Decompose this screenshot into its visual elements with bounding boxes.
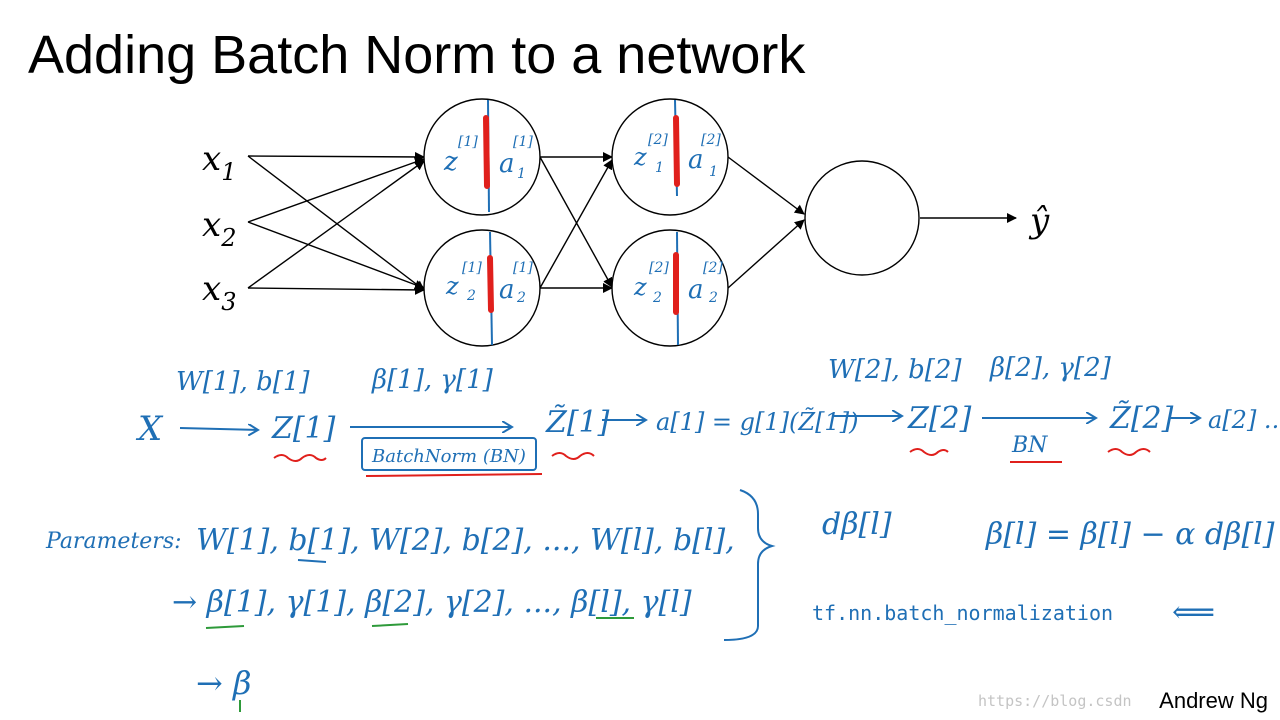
red-squiggle-z1 xyxy=(273,454,327,462)
svg-text:z: z xyxy=(443,147,458,177)
forward-flow: X W[1], b[1] Z[1] β[1], γ[1] BatchNorm (… xyxy=(135,353,1280,477)
flow-params1: W[1], b[1] xyxy=(176,367,310,397)
layer1-node-1: z [1] a [1] 1 xyxy=(423,98,541,216)
watermark: https://blog.csdn xyxy=(978,692,1132,710)
green-mark-2 xyxy=(371,623,409,627)
svg-text:z: z xyxy=(633,143,647,171)
parameters-block: Parameters: W[1], b[1], W[2], b[2], ...,… xyxy=(45,489,1275,712)
flow-params2: W[2], b[2] xyxy=(828,355,962,385)
svg-text:2: 2 xyxy=(466,288,476,304)
update-rule: β[l] = β[l] − α dβ[l] xyxy=(985,517,1275,552)
layer1-node-2: z [1] 2 a [1] 2 xyxy=(423,229,541,347)
svg-text:[2]: [2] xyxy=(649,260,669,276)
svg-text:[2]: [2] xyxy=(701,132,721,148)
green-mark-1 xyxy=(205,625,245,629)
svg-text:[1]: [1] xyxy=(458,134,478,150)
parameters-row3: → β xyxy=(196,664,251,702)
batchnorm-label: BatchNorm (BN) xyxy=(371,446,526,467)
svg-text:[2]: [2] xyxy=(703,260,723,276)
svg-text:2: 2 xyxy=(708,290,718,306)
tf-arrow: ⟸ xyxy=(1172,595,1215,630)
batchnorm-underline xyxy=(365,473,543,477)
svg-text:1: 1 xyxy=(709,164,718,180)
svg-text:[1]: [1] xyxy=(513,260,533,276)
flow-z2: Z[2] xyxy=(907,401,972,436)
layer2-node-1: z [2] 1 a [2] 1 xyxy=(611,98,729,216)
flow-x: X xyxy=(135,409,164,449)
flow-a1-expr: a[1] = g[1](Z̃[1]) xyxy=(656,408,858,436)
flow-z1-tilde: Z̃[1] xyxy=(545,405,610,440)
flow-a2-expr: a[2] ... xyxy=(1208,406,1280,434)
flow-z1: Z[1] xyxy=(271,411,336,446)
svg-text:z: z xyxy=(445,272,459,300)
b1-underline xyxy=(297,559,327,563)
parameters-brace xyxy=(723,489,776,641)
svg-text:[1]: [1] xyxy=(462,260,482,276)
input-x1: x1 xyxy=(202,139,236,186)
input-x3: x3 xyxy=(202,269,236,316)
batchnorm-box xyxy=(361,437,537,471)
author-label: Andrew Ng xyxy=(1159,688,1268,713)
svg-text:a: a xyxy=(688,145,704,175)
svg-text:[1]: [1] xyxy=(513,134,533,150)
flow-z2-tilde: Z̃[2] xyxy=(1109,401,1174,436)
tf-call: tf.nn.batch_normalization xyxy=(812,601,1113,625)
parameters-label: Parameters: xyxy=(45,529,182,554)
parameters-row1: W[1], b[1], W[2], b[2], ..., W[l], b[l], xyxy=(196,523,735,558)
flow-arrow-1 xyxy=(179,428,258,430)
svg-text:a: a xyxy=(688,275,704,305)
layer2-node-2: z [2] 2 a [2] 2 xyxy=(611,229,729,347)
svg-text:2: 2 xyxy=(516,290,526,306)
svg-text:1: 1 xyxy=(517,166,526,182)
slide-title: Adding Batch Norm to a network xyxy=(28,25,806,85)
svg-text:[2]: [2] xyxy=(648,132,668,148)
svg-text:1: 1 xyxy=(655,160,664,176)
svg-text:2: 2 xyxy=(652,290,662,306)
hidden-edges xyxy=(539,152,1017,293)
d-beta: dβ[l] xyxy=(822,507,892,542)
flow-bn-label: BN xyxy=(1011,433,1048,458)
input-x2: x2 xyxy=(202,205,236,252)
red-squiggle-z1-tilde xyxy=(551,452,595,460)
svg-text:a: a xyxy=(499,149,515,179)
parameters-row2: → β[1], γ[1], β[2], γ[2], ..., β[l], γ[l… xyxy=(172,585,692,620)
output-y-hat: ŷ xyxy=(1028,201,1050,241)
input-edges xyxy=(247,151,425,295)
svg-text:a: a xyxy=(499,275,515,305)
output-node xyxy=(804,160,920,276)
red-squiggle-z2 xyxy=(909,448,949,456)
svg-text:z: z xyxy=(633,273,647,301)
flow-bn-params2: β[2], γ[2] xyxy=(989,353,1112,383)
red-squiggle-z2-tilde xyxy=(1107,448,1151,456)
flow-bn-params1: β[1], γ[1] xyxy=(371,365,494,395)
